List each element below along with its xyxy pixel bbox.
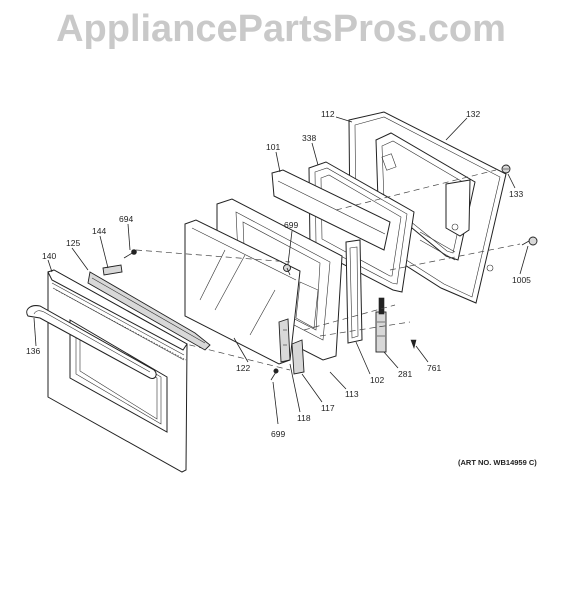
callout-338: 338 — [302, 133, 316, 143]
part-281-hinge — [375, 297, 387, 353]
screw-699-bottom — [270, 368, 279, 381]
part-118-bracket — [278, 318, 291, 363]
callout-125: 125 — [66, 238, 80, 248]
screw-699-top — [283, 264, 291, 276]
callout-112: 112 — [321, 109, 335, 119]
callout-122: 122 — [236, 363, 250, 373]
part-136-handle — [26, 305, 157, 379]
assembly-lines — [135, 169, 521, 371]
screw-694 — [123, 249, 137, 259]
screw-133 — [501, 164, 511, 174]
part-144-clip — [102, 264, 123, 276]
callout-133: 133 — [509, 189, 523, 199]
screw-761 — [410, 339, 417, 350]
part-102-trim — [345, 239, 363, 344]
callout-281: 281 — [398, 369, 412, 379]
callout-144: 144 — [92, 226, 106, 236]
part-101-insulation — [271, 169, 391, 251]
leader-lines — [33, 116, 529, 425]
art-number: (ART NO. WB14959 C) — [458, 458, 537, 467]
callout-136: 136 — [26, 346, 40, 356]
callout-101: 101 — [266, 142, 280, 152]
screw-1005 — [521, 236, 538, 246]
callout-140: 140 — [42, 251, 56, 261]
part-117-bracket — [291, 339, 305, 375]
callout-761: 761 — [427, 363, 441, 373]
callout-113: 113 — [345, 389, 359, 399]
callout-1005: 1005 — [512, 275, 531, 285]
callouts: 112 132 338 101 133 694 699 144 125 140 … — [26, 109, 531, 439]
callout-118: 118 — [297, 413, 311, 423]
watermark: AppliancePartsPros.com — [56, 8, 506, 50]
callout-699-top: 699 — [284, 220, 298, 230]
callout-699-bottom: 699 — [271, 429, 285, 439]
callout-117: 117 — [321, 403, 335, 413]
callout-132: 132 — [466, 109, 480, 119]
callout-102: 102 — [370, 375, 384, 385]
callout-694: 694 — [119, 214, 133, 224]
